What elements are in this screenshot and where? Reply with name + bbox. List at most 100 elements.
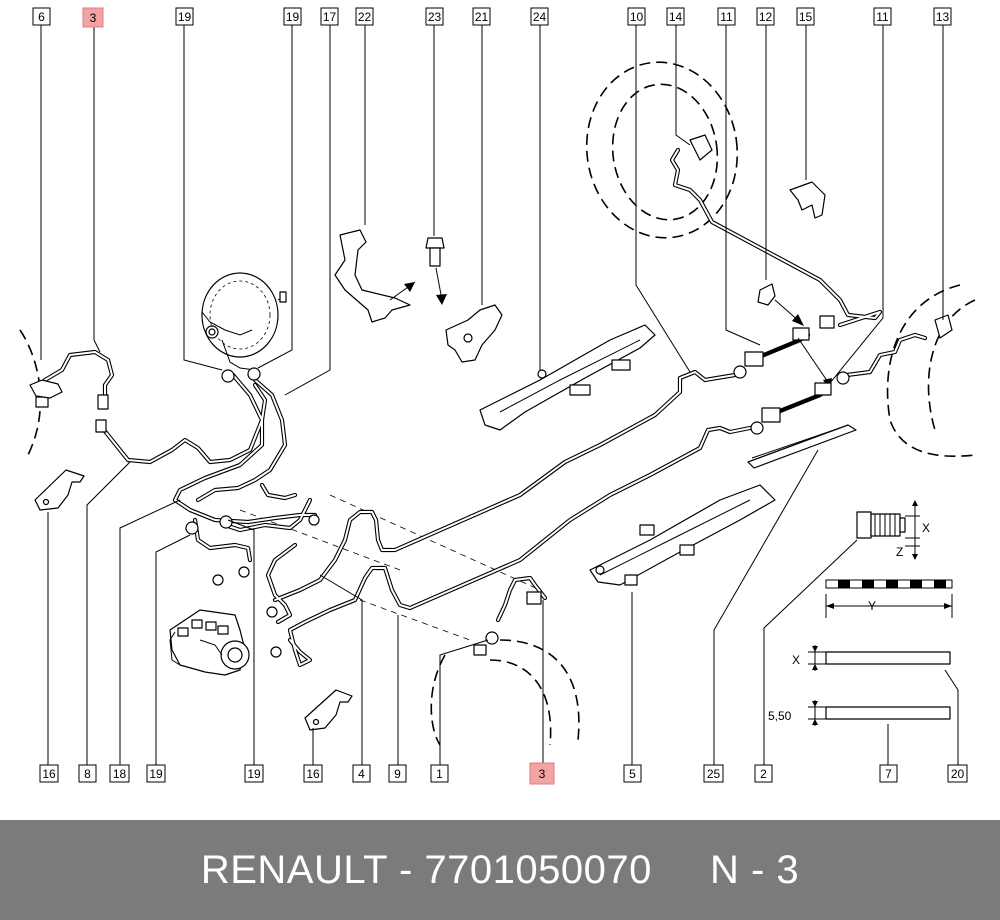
svg-text:22: 22	[358, 10, 372, 24]
callout-19: 19	[175, 7, 194, 26]
brake-pipe	[97, 382, 268, 465]
callout-12: 12	[756, 7, 775, 26]
rear-left-wheel-outline	[430, 639, 580, 746]
separator: -	[387, 847, 425, 892]
callout-16: 16	[39, 764, 59, 783]
callout-2: 2	[754, 764, 773, 783]
footer-banner: RENAULT - 7701050070 N - 3	[0, 820, 1000, 920]
callout-13: 13	[933, 7, 952, 26]
fittings	[29, 134, 953, 658]
svg-text:21: 21	[475, 10, 489, 24]
brake-pipe-inner	[497, 577, 546, 621]
rear-right-wheel-outline	[585, 61, 739, 239]
svg-text:23: 23	[428, 10, 442, 24]
svg-text:20: 20	[951, 767, 965, 781]
callout-5: 5	[623, 764, 642, 783]
callout-17: 17	[320, 7, 339, 26]
svg-text:1: 1	[436, 767, 443, 781]
svg-text:19: 19	[178, 10, 192, 24]
svg-text:2: 2	[760, 767, 767, 781]
svg-text:3: 3	[539, 767, 546, 781]
brake-pipe-inner	[44, 351, 113, 401]
flexible-hose-upper	[744, 327, 832, 390]
svg-text:19: 19	[247, 767, 261, 781]
callout-6: 6	[32, 7, 51, 26]
svg-text:8: 8	[84, 767, 91, 781]
strip-25	[747, 424, 857, 469]
callout-9: 9	[388, 764, 407, 783]
bracket-16-front	[34, 469, 85, 511]
brake-pipe	[844, 332, 928, 378]
svg-text:25: 25	[707, 767, 721, 781]
front-right-wheel-outline	[886, 284, 976, 458]
callout-19: 19	[146, 764, 166, 783]
svg-text:17: 17	[323, 10, 337, 24]
svg-text:12: 12	[759, 10, 773, 24]
callouts-top: 6 3 19 19 17 22 23 21 24 10 14 11 12 15 …	[32, 7, 952, 28]
brand-name: RENAULT	[200, 847, 388, 892]
brake-pipe-inner	[174, 374, 316, 523]
svg-text:18: 18	[113, 767, 127, 781]
dim-550-label: 5,50	[768, 709, 792, 723]
svg-text:3: 3	[90, 11, 97, 25]
brake-pipe-inner	[261, 484, 296, 499]
svg-text:5: 5	[629, 767, 636, 781]
svg-text:24: 24	[533, 10, 547, 24]
rail-24	[479, 324, 656, 431]
callout-22: 22	[355, 7, 374, 26]
dim-x-label: X	[922, 521, 930, 535]
brake-pipe-inner	[846, 334, 926, 376]
callout-19: 19	[244, 764, 264, 783]
svg-text:16: 16	[42, 767, 56, 781]
abs-hydraulic-unit	[169, 609, 250, 676]
brake-pipe-inner	[267, 544, 296, 623]
brake-pipe	[669, 147, 883, 328]
callout-21: 21	[472, 7, 491, 26]
callout-20: 20	[947, 764, 968, 783]
svg-text:16: 16	[306, 767, 320, 781]
clip-15	[789, 181, 826, 219]
sleeve-x	[808, 645, 951, 671]
svg-text:7: 7	[885, 767, 892, 781]
bracket-21	[445, 304, 503, 363]
callouts-bottom: 16 8 18 19 19 16 4 9 1 3 5 25 2 7 20	[39, 762, 968, 785]
brake-pipe-inner	[671, 149, 881, 326]
svg-text:19: 19	[286, 10, 300, 24]
tape-y	[825, 579, 953, 618]
svg-text:9: 9	[394, 767, 401, 781]
callout-11: 11	[717, 7, 736, 26]
callout-3-highlighted: 3	[529, 762, 555, 785]
dim-z-label: Z	[896, 545, 903, 559]
brake-pipe-inner	[289, 427, 751, 666]
callout-15: 15	[796, 7, 815, 26]
brake-pipe-inner	[197, 379, 286, 501]
callout-18: 18	[109, 764, 130, 783]
callout-19: 19	[283, 7, 302, 26]
brake-pipe-inner	[274, 371, 736, 601]
bracket-16-rear	[304, 689, 353, 731]
callout-4: 4	[352, 764, 371, 783]
svg-text:6: 6	[38, 10, 45, 24]
footer-caption: RENAULT - 7701050070 N - 3	[201, 848, 799, 893]
callout-3-highlighted: 3	[82, 7, 104, 28]
dim-x-sleeve-label: X	[792, 653, 800, 667]
leader-lines	[40, 25, 959, 765]
brake-pipe-inner	[194, 519, 251, 561]
bracket-22	[334, 229, 416, 323]
callout-24: 24	[530, 7, 549, 26]
callout-16: 16	[303, 764, 323, 783]
brake-pipes	[42, 147, 928, 668]
bolt-23	[425, 237, 447, 305]
callout-10: 10	[627, 7, 646, 26]
dim-y-label: Y	[868, 599, 876, 613]
callout-14: 14	[666, 7, 685, 26]
brake-booster	[201, 272, 287, 371]
callout-7: 7	[879, 764, 898, 783]
rail-5	[589, 484, 776, 586]
flexible-hose-lower	[761, 382, 832, 423]
brake-pipe-inner	[224, 499, 311, 531]
brake-pipe-diagram: X Z Y X 5,50 6 3 19 19 17 22 23 21 24 10…	[19, 7, 976, 785]
svg-text:19: 19	[149, 767, 163, 781]
svg-text:13: 13	[936, 10, 950, 24]
fitting-detail	[856, 500, 920, 560]
